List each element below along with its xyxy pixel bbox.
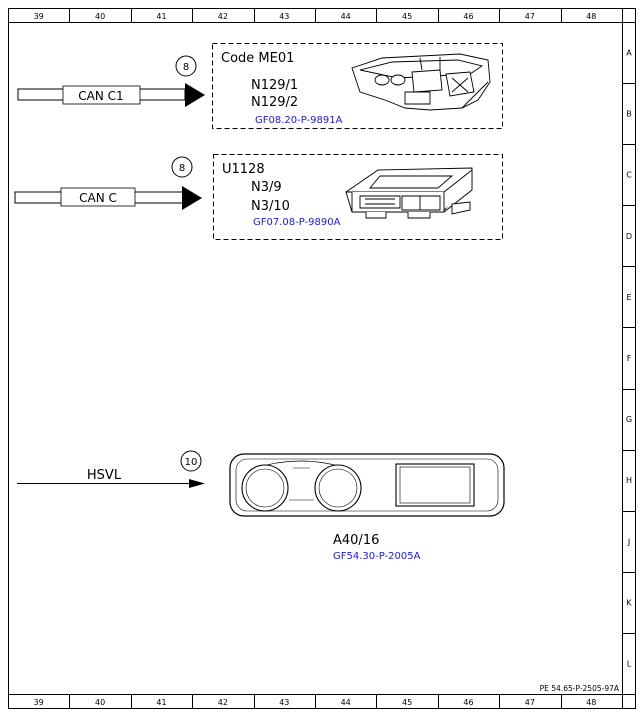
row-label: L <box>627 659 632 668</box>
row-label: B <box>626 110 632 119</box>
column-label-bottom: 43 <box>279 698 289 707</box>
hsvl-connector-circle <box>180 450 202 472</box>
can-c-arrowhead <box>182 186 202 210</box>
row-label: G <box>626 415 632 424</box>
can-c1-connector-number: 8 <box>183 62 189 73</box>
footer-code: PE 54.65-P-2505-97A <box>540 684 620 693</box>
can-c1-reference: GF08.20-P-9891A <box>255 115 343 126</box>
column-label-top: 43 <box>279 12 289 21</box>
row-label: E <box>626 293 631 302</box>
can-c1-bus-label: CAN C1 <box>78 89 123 103</box>
can-c-dashed-box <box>213 154 503 240</box>
can-c-reference: GF07.08-P-9890A <box>253 217 341 228</box>
column-label-top: 44 <box>341 12 351 21</box>
row-label: H <box>626 476 632 485</box>
column-label-top: 45 <box>402 12 412 21</box>
column-label-top: 46 <box>463 12 473 21</box>
column-ticks: 39 39 40 40 41 41 42 42 43 43 44 44 45 45 46 46 47 47 48 48 <box>8 8 623 708</box>
cluster-reference: GF54.30-P-2005A <box>333 551 421 562</box>
row-ticks: A B C D E F G H J K L <box>622 22 636 695</box>
can-c1-code: Code ME01 <box>221 51 294 66</box>
cluster-component: A40/16 <box>333 533 379 548</box>
row-label: F <box>627 354 632 363</box>
can-c-connector-number: 8 <box>179 163 185 174</box>
column-label-bottom: 45 <box>402 698 412 707</box>
column-label-top: 41 <box>156 12 166 21</box>
column-label-bottom: 42 <box>218 698 228 707</box>
instrument-cluster-icon <box>229 453 505 517</box>
hsvl-bus-label: HSVL <box>87 468 122 483</box>
can-c1-connector-circle <box>175 55 197 77</box>
can-c1-item-2: N129/2 <box>251 95 298 110</box>
can-c-item-1: N3/9 <box>251 180 282 195</box>
column-label-bottom: 46 <box>463 698 473 707</box>
column-label-bottom: 41 <box>156 698 166 707</box>
row-label: A <box>626 49 632 58</box>
engine-control-unit-icon <box>351 53 491 111</box>
column-label-bottom: 40 <box>95 698 105 707</box>
block-can-c1: CAN C1 8 Code ME01 N129/1 N129/2 GF08.20… <box>17 43 503 129</box>
page-frame <box>8 8 636 709</box>
can-c-label-box <box>60 187 136 207</box>
column-label-bottom: 39 <box>34 698 44 707</box>
column-label-bottom: 47 <box>525 698 535 707</box>
block-hsvl: HSVL 10 A40/16 GF54.30-P-2005A <box>17 450 505 562</box>
control-module-icon <box>345 167 473 219</box>
row-label: K <box>626 598 632 607</box>
column-label-bottom: 44 <box>341 698 351 707</box>
can-c-bus-label: CAN C <box>79 191 117 205</box>
column-label-top: 39 <box>34 12 44 21</box>
can-c1-item-1: N129/1 <box>251 78 298 93</box>
can-c1-dashed-box <box>212 43 503 129</box>
column-label-top: 42 <box>218 12 228 21</box>
can-c-code: U1128 <box>222 162 265 177</box>
column-label-top: 48 <box>586 12 596 21</box>
column-label-top: 47 <box>525 12 535 21</box>
column-label-bottom: 48 <box>586 698 596 707</box>
row-label: C <box>626 171 632 180</box>
hsvl-arrowhead <box>189 479 205 488</box>
hsvl-connector-number: 10 <box>185 457 198 468</box>
row-label: D <box>626 232 632 241</box>
can-c-connector-circle <box>171 156 193 178</box>
column-label-top: 40 <box>95 12 105 21</box>
can-c1-arrowhead <box>185 83 205 107</box>
can-c-item-2: N3/10 <box>251 199 290 214</box>
row-label: J <box>627 537 630 546</box>
block-can-c: CAN C 8 U1128 N3/9 N3/10 GF07.08-P-9890A <box>14 154 503 240</box>
can-c1-label-box <box>62 85 141 105</box>
